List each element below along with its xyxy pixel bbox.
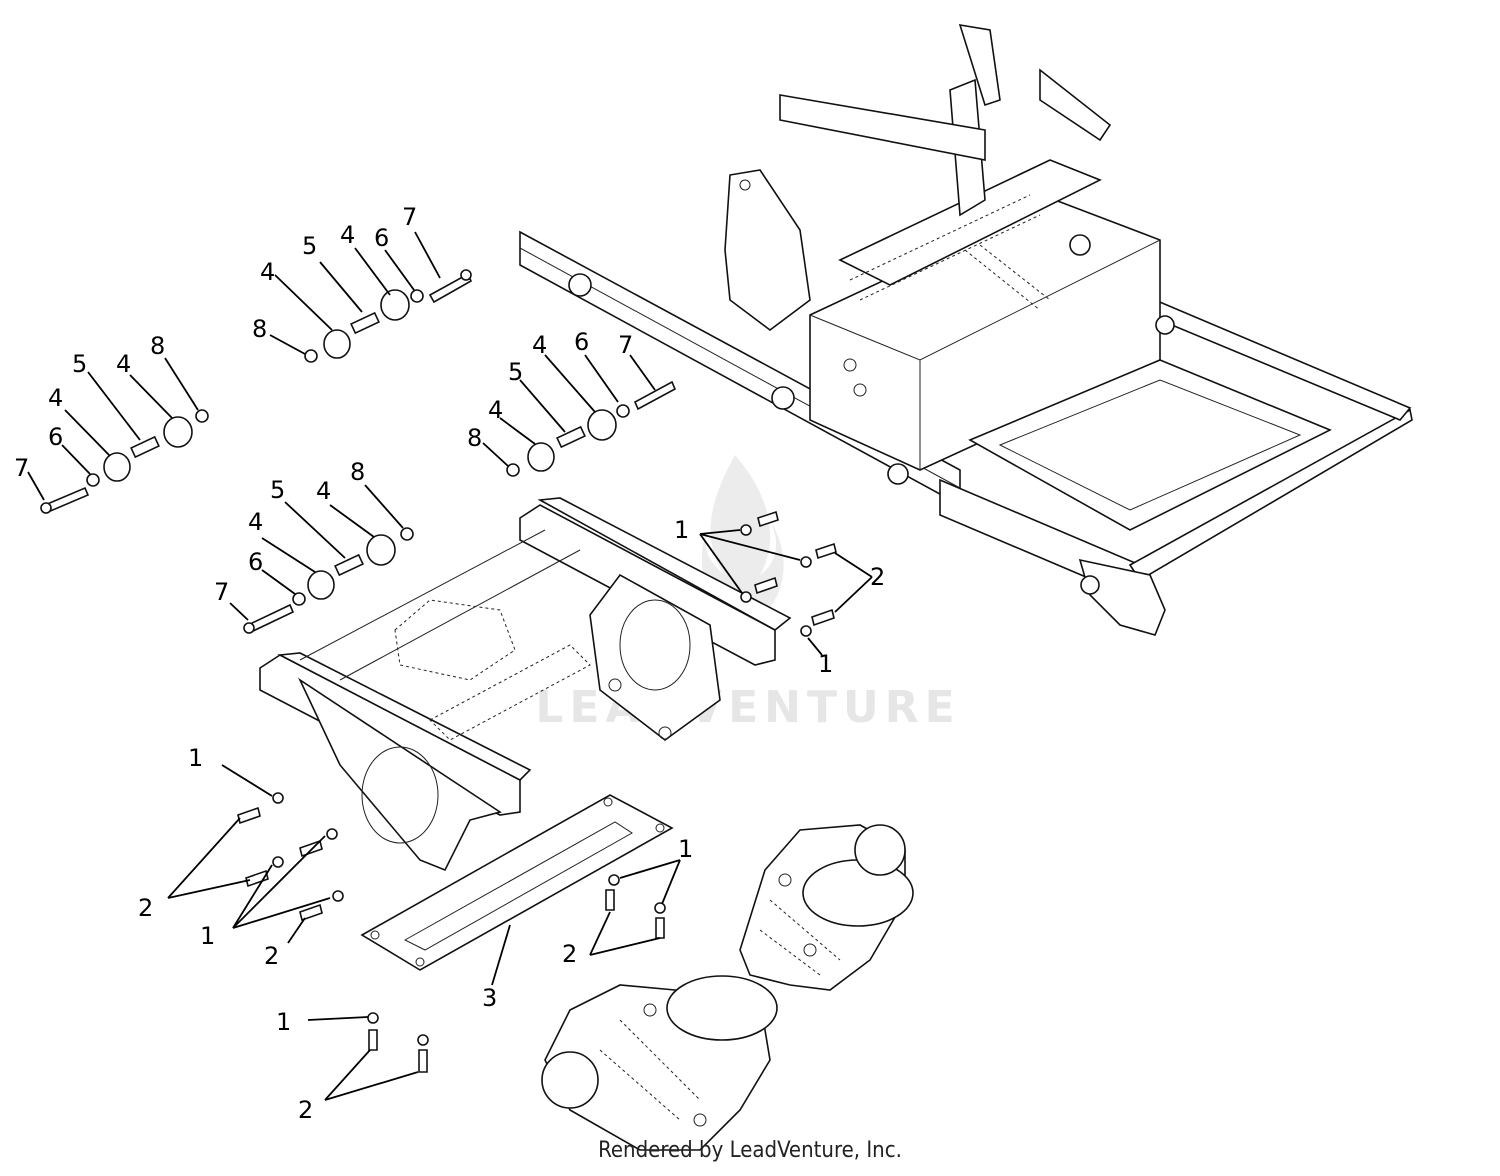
- callout-4: 4: [340, 221, 355, 249]
- callout-5: 5: [302, 232, 317, 260]
- callout-1: 1: [276, 1008, 291, 1036]
- callout-4: 4: [316, 477, 331, 505]
- callout-1: 1: [818, 650, 833, 678]
- callout-5: 5: [270, 476, 285, 504]
- callout-2: 2: [264, 942, 279, 970]
- callout-7: 7: [14, 454, 29, 482]
- callout-2: 2: [870, 563, 885, 591]
- callout-2: 2: [298, 1096, 313, 1124]
- callout-8: 8: [150, 332, 165, 360]
- mount-hardware-lower: [243, 527, 414, 634]
- transaxle-right: [739, 824, 914, 991]
- callout-4: 4: [260, 258, 275, 286]
- callout-8: 8: [350, 458, 365, 486]
- callout-4: 4: [532, 331, 547, 359]
- callout-6: 6: [48, 423, 63, 451]
- callout-6: 6: [248, 548, 263, 576]
- watermark-text: LEADVENTURE: [535, 682, 960, 733]
- callout-6: 6: [374, 224, 389, 252]
- callout-4: 4: [488, 396, 503, 424]
- callout-7: 7: [402, 203, 417, 231]
- sub-frame: [259, 497, 792, 872]
- callout-7: 7: [214, 578, 229, 606]
- mount-hardware-top: [304, 269, 473, 363]
- callout-labels: 8 4 5 4 6 7 7 6 4 5 4 8 8 4 5 4 6 7 7 6 …: [14, 203, 885, 1124]
- callout-4: 4: [116, 350, 131, 378]
- mount-hardware-right: [506, 380, 677, 477]
- callout-8: 8: [467, 424, 482, 452]
- plate: [360, 794, 674, 971]
- callout-6: 6: [574, 328, 589, 356]
- callout-1: 1: [188, 744, 203, 772]
- callout-8: 8: [252, 315, 267, 343]
- mount-hardware-left: [40, 409, 209, 514]
- callout-5: 5: [508, 358, 523, 386]
- callout-7: 7: [618, 331, 633, 359]
- main-frame: [519, 23, 1413, 636]
- callout-4: 4: [248, 508, 263, 536]
- callout-5: 5: [72, 350, 87, 378]
- callout-2: 2: [562, 940, 577, 968]
- render-credit: Rendered by LeadVenture, Inc.: [598, 1138, 902, 1163]
- callout-2: 2: [138, 894, 153, 922]
- callout-4: 4: [48, 384, 63, 412]
- callout-1: 1: [200, 922, 215, 950]
- leader-lines: [27, 231, 873, 1101]
- callout-3: 3: [482, 984, 497, 1012]
- transaxle-left: [541, 975, 778, 1151]
- callout-1: 1: [674, 516, 689, 544]
- callout-1: 1: [678, 835, 693, 863]
